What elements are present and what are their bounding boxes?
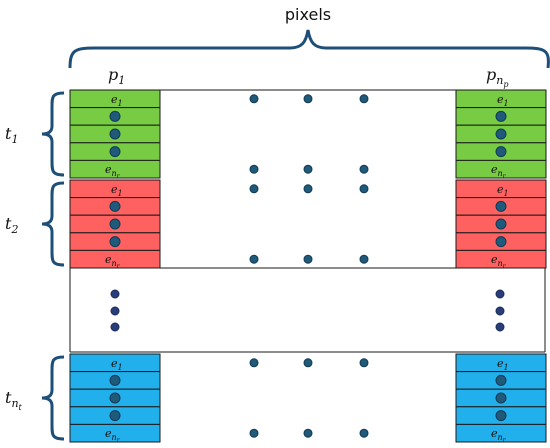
ellipsis-dot <box>495 289 505 299</box>
ellipsis-dot <box>495 322 505 332</box>
row-brace <box>41 355 65 441</box>
ellipsis-dot <box>495 306 505 316</box>
column-label-last: pnp <box>486 65 508 89</box>
cell-label-first: e1 <box>497 357 509 372</box>
cell-dot <box>109 146 121 158</box>
cell-dot <box>495 392 507 404</box>
cell-label-last: enr <box>491 253 507 270</box>
cell-dot <box>109 410 121 422</box>
cell-dot <box>495 236 507 248</box>
cell-dot <box>109 128 121 140</box>
pixels-brace <box>68 29 550 69</box>
mid-dot <box>303 428 313 438</box>
row-blocks: e1 enr e1 enr e1 enr e1 enr e1 enr e1 enr <box>69 89 547 444</box>
mid-dot <box>359 164 369 174</box>
mid-dot <box>359 428 369 438</box>
cell-dot <box>109 110 121 122</box>
cell-label-last: enr <box>105 427 121 444</box>
mid-dot <box>249 164 259 174</box>
mid-dot <box>359 94 369 104</box>
mid-dot <box>303 358 313 368</box>
cell-label-first: e1 <box>111 357 123 372</box>
cell-dot <box>495 128 507 140</box>
cell-dot <box>495 110 507 122</box>
cell-label-last: enr <box>491 163 507 180</box>
row-brace <box>41 181 65 267</box>
mid-dot <box>249 94 259 104</box>
cell <box>69 423 161 443</box>
mid-dot <box>303 164 313 174</box>
row-block-3: e1 enr e1 enr <box>69 353 547 444</box>
cell <box>455 249 547 269</box>
cell-label-first: e1 <box>111 183 123 198</box>
cell <box>455 423 547 443</box>
column-label-first: p1 <box>108 65 125 87</box>
ellipsis-dot <box>110 306 120 316</box>
cell-dot <box>109 236 121 248</box>
mid-dot <box>303 94 313 104</box>
mid-dot <box>249 184 259 194</box>
cell-dot <box>495 218 507 230</box>
cell-label-last: enr <box>105 163 121 180</box>
row-block-1: e1 enr e1 enr <box>69 89 547 180</box>
cell-dot <box>109 374 121 386</box>
mid-dot <box>303 184 313 194</box>
cell <box>69 159 161 179</box>
cell-dot <box>109 218 121 230</box>
row-label: t1 <box>5 124 18 146</box>
cell-label-first: e1 <box>497 93 509 108</box>
row-brace <box>41 91 65 177</box>
cell-label-last: enr <box>491 427 507 444</box>
ellipsis-dot <box>110 322 120 332</box>
mid-dot <box>359 184 369 194</box>
mid-dot <box>303 254 313 264</box>
mid-dot <box>249 358 259 368</box>
pixels-title: pixels <box>285 5 331 24</box>
cell-label-last: enr <box>105 253 121 270</box>
cell-label-first: e1 <box>111 93 123 108</box>
cell <box>455 159 547 179</box>
cell-dot <box>495 146 507 158</box>
row-block-2: e1 enr e1 enr <box>69 179 547 270</box>
cell-dot <box>495 410 507 422</box>
cell-dot <box>495 200 507 212</box>
mid-dot <box>359 358 369 368</box>
mid-dot <box>359 254 369 264</box>
cell-label-first: e1 <box>497 183 509 198</box>
dots-layer <box>110 94 505 438</box>
cell-dot <box>495 374 507 386</box>
row-label: t2 <box>5 214 18 236</box>
cell <box>69 249 161 269</box>
mid-dot <box>249 254 259 264</box>
row-labels: t1 t2 tnt <box>5 91 65 441</box>
row-label: tnt <box>5 388 23 412</box>
cell-dot <box>109 200 121 212</box>
ellipsis-dot <box>110 289 120 299</box>
mid-dot <box>249 428 259 438</box>
cell-dot <box>109 392 121 404</box>
